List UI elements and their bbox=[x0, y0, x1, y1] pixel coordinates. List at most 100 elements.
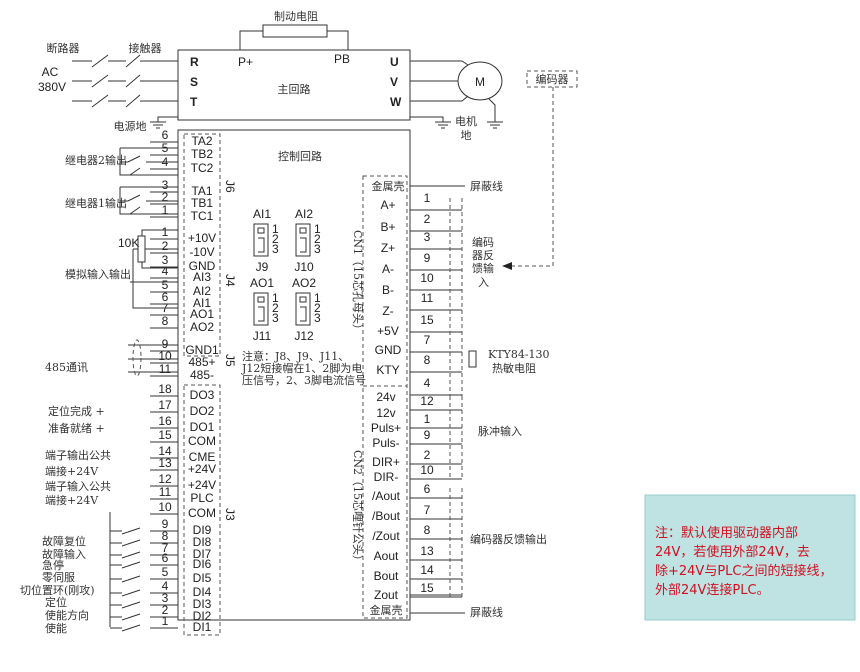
voltage-label: 380V bbox=[38, 80, 66, 94]
jumper-pin: 1 bbox=[314, 291, 321, 305]
terminal-number: 3 bbox=[162, 591, 169, 605]
terminal-v: V bbox=[390, 75, 398, 89]
switch-icon bbox=[121, 575, 141, 583]
left-label: 485通讯 bbox=[45, 361, 88, 374]
terminal-number: 3 bbox=[162, 253, 169, 267]
cn1-pin: 金属壳 bbox=[372, 179, 465, 193]
terminal-tb1: TB1 2 bbox=[150, 190, 213, 210]
terminal-s: S bbox=[190, 75, 198, 89]
cn2-pin: DIR+10 bbox=[372, 455, 462, 480]
note-box: 注：默认使用驱动器内部 24V，若使用外部24V，去 除+24V与PLC之间的短… bbox=[644, 494, 856, 621]
control-circuit-title: 控制回路 bbox=[278, 149, 322, 163]
jumper-pin: 3 bbox=[272, 242, 279, 256]
switch-icon bbox=[121, 624, 141, 632]
encoder-output-label: 编码器反馈输出 bbox=[470, 532, 547, 546]
shield-wire-label-2: 屏蔽线 bbox=[470, 605, 503, 619]
switch-icon bbox=[121, 527, 141, 535]
terminal-label: DI4 bbox=[193, 585, 212, 599]
cn2-pin: Zout bbox=[374, 588, 462, 602]
cn2-pin-number: 15 bbox=[420, 581, 434, 595]
jumper-note-line: 压信号，2、3脚电流信号 bbox=[242, 373, 366, 387]
note-line: 24V，若使用外部24V，去 bbox=[655, 544, 810, 560]
control-circuit: 控制回路 J6 J4 J5 J3 CN1（15芯孔母头） CN2（15芯哩针公头… bbox=[20, 128, 550, 636]
terminal-label: TC2 bbox=[191, 161, 214, 175]
terminal-number: 2 bbox=[162, 603, 169, 617]
jumper-pin: 2 bbox=[314, 232, 321, 246]
terminal-label: AI3 bbox=[193, 270, 211, 284]
cn1-pin-number: 3 bbox=[424, 230, 431, 244]
left-label: 准备就绪 + bbox=[48, 421, 105, 435]
left-label: 急停 bbox=[42, 558, 64, 572]
cn1-pin: B+2 bbox=[380, 212, 462, 234]
jumper-pin: 1 bbox=[314, 222, 321, 236]
cn1-pin: Z- 11 bbox=[382, 291, 462, 318]
terminal-t: T bbox=[190, 95, 198, 109]
main-circuit: 制动电阻 断路器 接触器 AC 380V 电源地 R S T P+ PB U V… bbox=[38, 10, 578, 270]
note-line: 注：默认使用驱动器内部 bbox=[655, 525, 798, 541]
cn1-pin-number: 4 bbox=[424, 376, 431, 390]
encoder-input-label: 编码 bbox=[472, 235, 494, 249]
terminal-tc1: TC1 1 bbox=[150, 203, 214, 223]
terminal-label: DI8 bbox=[193, 535, 212, 549]
terminal-number: 1 bbox=[162, 203, 169, 217]
terminal-label: TB1 bbox=[191, 196, 213, 210]
cn2-pin-label: 金属壳 bbox=[370, 603, 403, 617]
encoder-input-label: 馈输 bbox=[472, 261, 494, 275]
terminal-label: AO2 bbox=[190, 320, 214, 334]
terminal-p-plus: P+ bbox=[238, 55, 253, 69]
terminal-number: 2 bbox=[162, 190, 169, 204]
cn2-pin-number: 12 bbox=[420, 394, 434, 408]
jumper-block-icon bbox=[253, 292, 269, 326]
j4-label: J4 bbox=[223, 274, 237, 287]
cn1-pin-number: 11 bbox=[421, 291, 434, 305]
encoder-box bbox=[526, 70, 578, 88]
terminal-label: 485- bbox=[190, 368, 214, 382]
terminal-label: -10V bbox=[189, 245, 214, 259]
control-circuit-box bbox=[177, 129, 411, 621]
left-terminals: TA26TB25TC24TA13TB12TC11+10V1-10V2GND3AI… bbox=[110, 128, 219, 634]
cn2-pin-number: 8 bbox=[424, 523, 431, 537]
terminal-label: DI9 bbox=[193, 523, 212, 537]
terminal-label: DO3 bbox=[190, 388, 215, 402]
cn2-pin-label: Bout bbox=[374, 569, 399, 583]
cn2-pin-label: Puls+ bbox=[371, 421, 401, 435]
jumper-id: J10 bbox=[294, 260, 314, 274]
terminal-number: 13 bbox=[158, 456, 172, 470]
cn2-pin-number: 1 bbox=[424, 412, 431, 426]
left-label: 10K bbox=[118, 236, 139, 250]
left-label: 定位 bbox=[45, 595, 67, 609]
cn2-pin-number: 7 bbox=[424, 503, 431, 517]
thermistor-icon bbox=[468, 350, 477, 368]
cn2-pin-label: Zout bbox=[374, 588, 399, 602]
cn2-pin-number: 2 bbox=[424, 448, 431, 462]
cn2-pin-label: Aout bbox=[374, 549, 399, 563]
j6-label: J6 bbox=[223, 180, 237, 193]
cn1-pin: KTY8 bbox=[376, 353, 462, 377]
arrow-left-icon bbox=[502, 262, 512, 270]
encoder-input-label: 器反 bbox=[472, 249, 494, 262]
power-ground-label: 电源地 bbox=[114, 119, 147, 133]
contactor-label: 接触器 bbox=[129, 41, 162, 55]
cn1-pin: A+1 bbox=[380, 191, 462, 212]
terminal-pb: PB bbox=[334, 52, 350, 66]
cn1-pin-label: Z- bbox=[382, 304, 393, 318]
jumper-pin: 1 bbox=[272, 291, 279, 305]
jumper-name: AI1 bbox=[253, 207, 271, 221]
note-line: 除+24V与PLC之间的短接线， bbox=[655, 563, 833, 579]
terminal-label: TC1 bbox=[191, 209, 214, 223]
terminal-number: 17 bbox=[158, 398, 172, 412]
terminal-label: TB2 bbox=[191, 147, 213, 161]
terminal-label: DI3 bbox=[193, 597, 212, 611]
